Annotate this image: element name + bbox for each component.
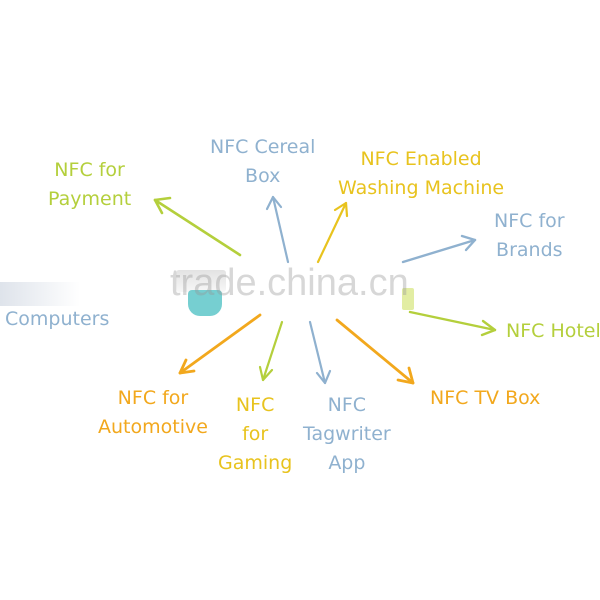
node-computers: Computers xyxy=(5,308,110,330)
arrow-hotel xyxy=(408,310,497,337)
arrow-tv-box xyxy=(335,318,415,385)
node-hotel: NFC Hotel xyxy=(506,320,600,342)
arrow-washing-machine xyxy=(316,201,349,264)
faded-shape xyxy=(0,282,80,306)
arrow-cereal-box xyxy=(265,195,290,264)
arrow-brands xyxy=(401,234,477,264)
arrow-automotive xyxy=(178,313,262,375)
arrow-payment xyxy=(153,196,242,257)
faded-cup-top xyxy=(176,270,226,292)
arrow-tagwriter-app xyxy=(308,320,332,385)
teal-cup xyxy=(188,290,222,316)
arrow-gaming xyxy=(258,320,284,382)
faded-green-shape xyxy=(402,288,414,310)
node-tv-box: NFC TV Box xyxy=(430,387,541,409)
watermark-text: trade.china.cn xyxy=(170,262,409,304)
